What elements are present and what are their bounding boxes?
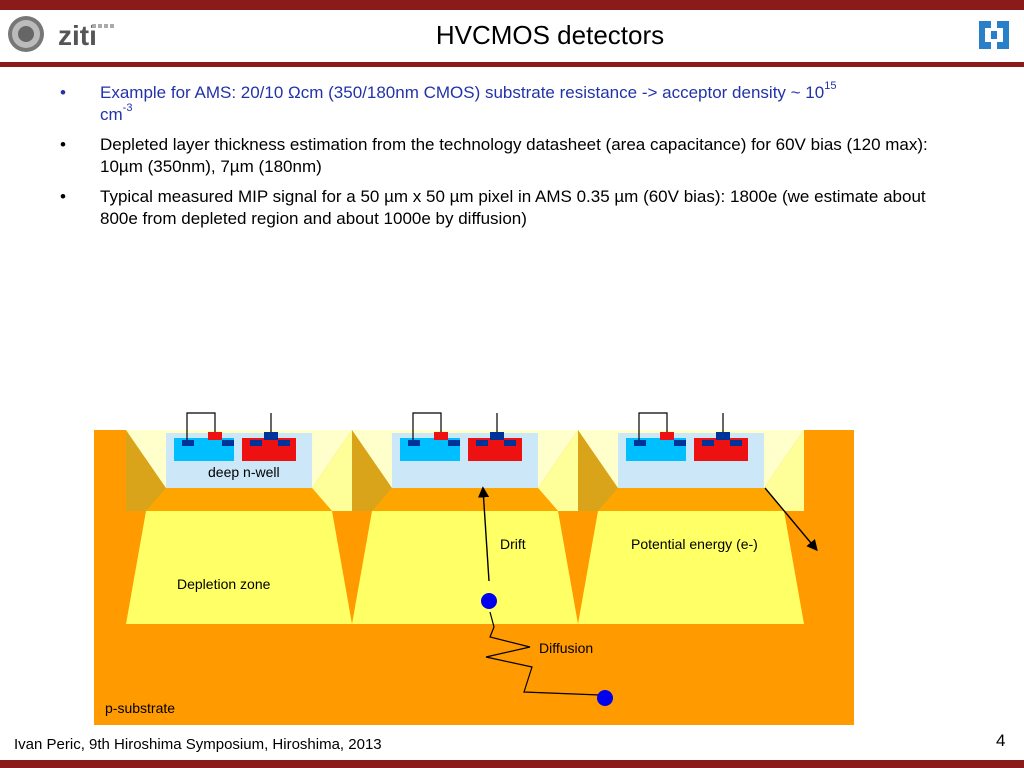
label-diffusion: Diffusion [539,640,593,656]
page-number: 4 [996,731,1006,750]
slide-title: HVCMOS detectors [435,20,665,50]
potential-energy-arrow [764,487,818,552]
label-p-substrate: p-substrate [105,700,175,716]
header-divider [0,62,1024,67]
bullet-list: Example for AMS: 20/10 Ωcm (350/180nm CM… [58,81,968,238]
pixel-2 [352,412,578,624]
ziti-logo-text: ziti [58,20,97,51]
bullet-acceptor-density: Example for AMS: 20/10 Ωcm (350/180nm CM… [58,81,968,126]
label-drift: Drift [500,536,526,552]
label-potential-energy: Potential energy (e-) [631,536,758,552]
diffusion-path [485,611,601,696]
pixel-3 [578,412,804,624]
bullet-depleted-thickness: Depleted layer thickness estimation from… [58,134,968,178]
pixel-1 [126,412,352,624]
label-depletion-zone: Depletion zone [177,576,271,592]
bottom-accent-bar [0,760,1024,768]
top-accent-bar [0,0,1024,10]
depletion-zone [126,511,352,624]
drift-arrow [477,486,490,582]
bullet-mip-signal: Typical measured MIP signal for a 50 µm … [58,186,968,230]
institute-logo-icon [976,18,1012,57]
hvcmos-cross-section-diagram: deep n-well Depletion zone Drift Potenti… [90,405,860,735]
electron-diffusion [597,690,613,706]
electron-drift [481,593,497,609]
label-deep-n-well: deep n-well [208,464,280,480]
university-seal-icon: ziti [6,14,126,59]
footer-citation: Ivan Peric, 9th Hiroshima Symposium, Hir… [14,736,382,753]
